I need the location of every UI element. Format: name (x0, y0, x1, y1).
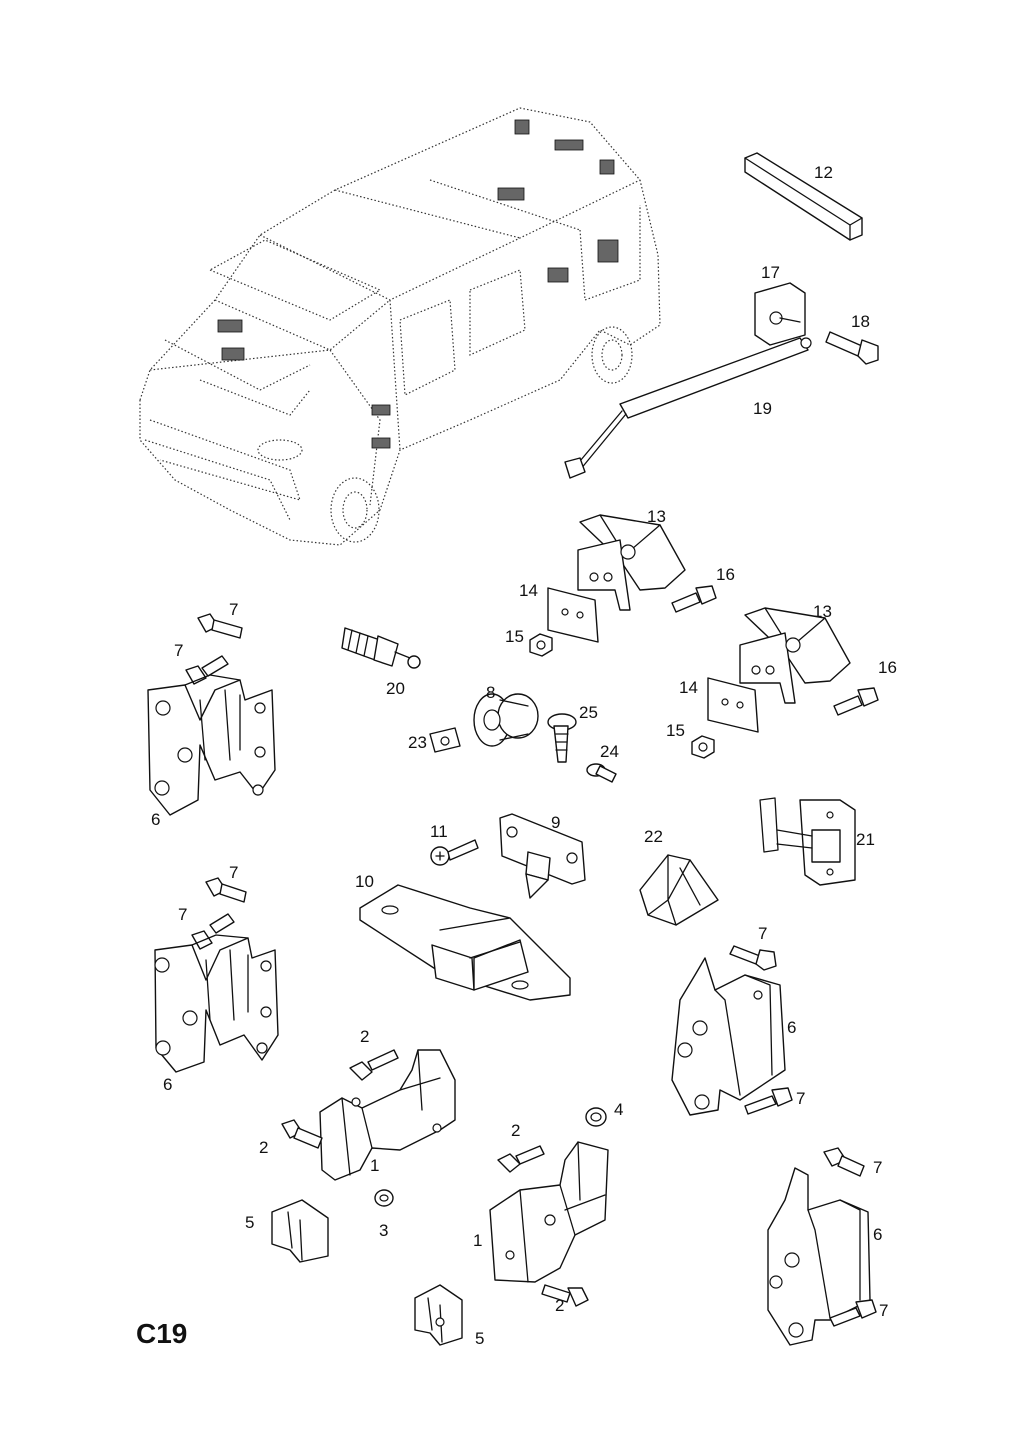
part-7-bolt-h (829, 1299, 877, 1327)
callout-1-b: 1 (473, 1231, 483, 1250)
part-6-hinge-right-lower (767, 1167, 871, 1346)
callout-7-e: 7 (758, 924, 768, 943)
callout-18: 18 (851, 312, 870, 331)
callout-1-a: 1 (370, 1156, 380, 1175)
callout-22: 22 (644, 827, 663, 846)
callout-2-b: 2 (259, 1138, 269, 1157)
part-16-bolt-lower (833, 687, 879, 716)
callout-21: 21 (856, 830, 875, 849)
callout-24: 24 (600, 742, 619, 761)
part-6-hinge-right-upper (671, 957, 786, 1116)
callout-6-b: 6 (163, 1075, 173, 1094)
callout-8: 8 (486, 683, 496, 702)
part-7-bolt-d (191, 913, 235, 950)
callout-14-upper: 14 (519, 581, 538, 600)
part-5-clip-b (414, 1284, 463, 1346)
callout-7-g: 7 (873, 1158, 883, 1177)
part-5-clip-a (271, 1199, 329, 1263)
part-7-bolt-b (185, 655, 229, 685)
callout-16-lower: 16 (878, 658, 897, 677)
part-7-bolt-a (197, 613, 243, 639)
callout-20: 20 (386, 679, 405, 698)
callout-6-c: 6 (787, 1018, 797, 1037)
part-11-screw (430, 839, 479, 866)
part-7-bolt-e (729, 945, 777, 971)
part-2-bolt-b (281, 1119, 323, 1149)
callout-15-lower: 15 (666, 721, 685, 740)
part-6-hinge-left-lower (154, 934, 279, 1073)
callout-15-upper: 15 (505, 627, 524, 646)
part-18-bolt (825, 331, 879, 365)
callout-2-c: 2 (511, 1121, 521, 1140)
part-13-hinge-upper (577, 514, 686, 611)
part-2-bolt-d (541, 1284, 589, 1307)
part-15-nut-lower (691, 735, 715, 759)
callout-7-c: 7 (229, 863, 239, 882)
part-15-nut-upper (529, 633, 553, 657)
page-code: C19 (136, 1318, 188, 1349)
callout-12: 12 (814, 163, 833, 182)
part-3-washer (374, 1189, 394, 1207)
callout-7-d: 7 (178, 905, 188, 924)
callout-4: 4 (614, 1100, 624, 1119)
part-14-shim-lower (707, 677, 759, 733)
callout-13-lower: 13 (813, 602, 832, 621)
callout-5-a: 5 (245, 1213, 255, 1232)
part-1-hinge-center (489, 1141, 609, 1283)
part-4-washer (585, 1107, 607, 1127)
callout-16-upper: 16 (716, 565, 735, 584)
callout-13-upper: 13 (647, 507, 666, 526)
callout-14-lower: 14 (679, 678, 698, 697)
part-1-hinge-left (319, 1049, 456, 1181)
callout-6-d: 6 (873, 1225, 883, 1244)
callout-7-f: 7 (796, 1089, 806, 1108)
callout-3: 3 (379, 1221, 389, 1240)
part-2-bolt-a (349, 1049, 399, 1081)
callout-5-b: 5 (475, 1329, 485, 1348)
callout-7-h: 7 (879, 1301, 889, 1320)
part-24-screw (586, 763, 617, 783)
part-10-latch-plate (359, 884, 571, 1001)
part-23-clip (429, 727, 461, 753)
part-17-bracket (754, 282, 806, 346)
callout-23: 23 (408, 733, 427, 752)
callout-9: 9 (551, 813, 561, 832)
part-6-hinge-left-upper (147, 674, 276, 816)
part-13-hinge-lower (739, 607, 851, 704)
part-8-bumper (473, 693, 539, 747)
callout-19: 19 (753, 399, 772, 418)
part-14-shim-upper (547, 587, 599, 643)
part-2-bolt-c (497, 1145, 545, 1173)
part-7-bolt-g (823, 1147, 865, 1177)
part-7-bolt-c (205, 877, 247, 903)
callout-10: 10 (355, 872, 374, 891)
callout-2-a: 2 (360, 1027, 370, 1046)
part-16-bolt-upper (671, 585, 717, 613)
van-illustration (139, 107, 661, 546)
callout-2-d: 2 (555, 1296, 565, 1315)
callout-6-a: 6 (151, 810, 161, 829)
callout-25: 25 (579, 703, 598, 722)
part-22-wedge (639, 854, 719, 926)
part-9-striker (499, 813, 586, 899)
part-12-strip (744, 152, 863, 241)
part-7-bolt-f (744, 1087, 793, 1115)
callout-7-a: 7 (229, 600, 239, 619)
part-20-striker-pin (341, 627, 421, 669)
callout-7-b: 7 (174, 641, 184, 660)
part-25-screw (547, 713, 577, 763)
part-21-door-check (759, 797, 856, 886)
callout-11: 11 (430, 822, 448, 841)
part-19-gas-strut (564, 337, 812, 479)
callout-17: 17 (761, 263, 780, 282)
